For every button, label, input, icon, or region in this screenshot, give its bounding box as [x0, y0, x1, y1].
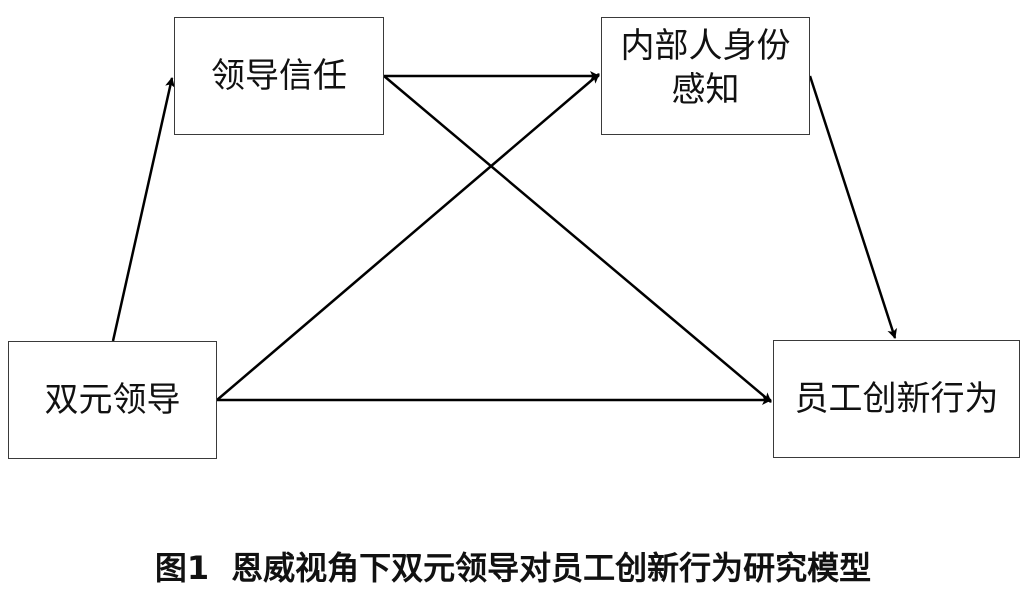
edge-trust-to-innovation — [383, 75, 772, 403]
node-dual-leadership: 双元领导 — [8, 341, 217, 459]
node-insider-identity: 内部人身份 感知 — [601, 17, 810, 135]
edge-dual-to-trust — [111, 77, 175, 342]
node-insider-identity-label: 内部人身份 感知 — [620, 26, 791, 110]
figure-number: 图1 — [154, 549, 210, 587]
node-leader-trust-label: 领导信任 — [211, 56, 347, 96]
figure-caption: 图1 恩威视角下双元领导对员工创新行为研究模型 — [0, 548, 1026, 588]
node-employee-innovation-label: 员工创新行为 — [794, 379, 999, 419]
node-employee-innovation: 员工创新行为 — [773, 340, 1020, 458]
edge-insider-to-innovation — [808, 75, 897, 339]
node-leader-trust: 领导信任 — [174, 17, 384, 135]
figure-title: 恩威视角下双元领导对员工创新行为研究模型 — [231, 549, 872, 587]
node-dual-leadership-label: 双元领导 — [44, 380, 181, 420]
edge-dual-to-insider — [216, 73, 600, 401]
